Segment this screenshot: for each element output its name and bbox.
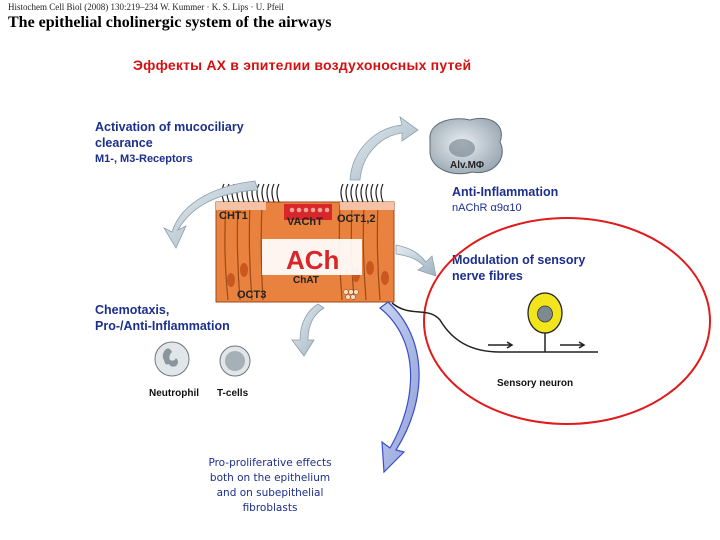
sensory-neuron-label: Sensory neuron xyxy=(497,378,573,389)
arrow-chemotaxis xyxy=(291,303,325,357)
neutrophil-label: Neutrophil xyxy=(149,388,199,399)
oct3-label: OCT3 xyxy=(237,289,266,301)
chemotaxis-label: Chemotaxis, Pro-/Anti-Inflammation xyxy=(95,303,230,333)
arrow-mucociliary xyxy=(162,180,259,249)
nerve-fibre xyxy=(391,302,598,353)
sensory-neuron: Sensory neuron xyxy=(497,292,573,389)
t-cell: T-cells xyxy=(217,345,251,399)
russian-subtitle: Эффекты АХ в эпителии воздухоносных путе… xyxy=(133,57,472,73)
sensory-modulation-label: Modulation of sensory nerve fibres xyxy=(452,253,586,283)
arrow-anti-inflammation xyxy=(349,116,419,181)
citation: Histochem Cell Biol (2008) 130:219–234 W… xyxy=(8,2,284,12)
mucociliary-receptors-label: M1-, M3-Receptors xyxy=(95,153,193,165)
main-title: The epithelial cholinergic system of the… xyxy=(8,14,332,31)
chat-label: ChAT xyxy=(293,275,319,286)
arrow-sensory xyxy=(395,244,437,277)
cht1-label: CHT1 xyxy=(219,210,248,222)
macrophage-cell: Alv.MΦ xyxy=(429,118,503,175)
anti-inflammation-label: Anti-Inflammation xyxy=(452,185,559,199)
oct12-label: OCT1,2 xyxy=(337,213,376,225)
ach-box xyxy=(262,239,362,275)
tcells-label: T-cells xyxy=(217,388,249,399)
mucociliary-label: Activation of mucociliary clearance xyxy=(95,120,244,150)
ach-label: ACh xyxy=(286,245,339,275)
pro-proliferative-label: Pro-proliferative effects both on the ep… xyxy=(208,457,332,514)
nachr-label: nAChR α9α10 xyxy=(452,202,522,214)
neutrophil-cell: Neutrophil xyxy=(149,341,199,399)
macrophage-label: Alv.MΦ xyxy=(450,160,484,171)
vacht-label: VAChT xyxy=(287,216,323,228)
conduction-arrows xyxy=(488,341,586,349)
highlight-circle xyxy=(423,217,711,425)
arrow-pro-proliferative xyxy=(379,301,420,474)
